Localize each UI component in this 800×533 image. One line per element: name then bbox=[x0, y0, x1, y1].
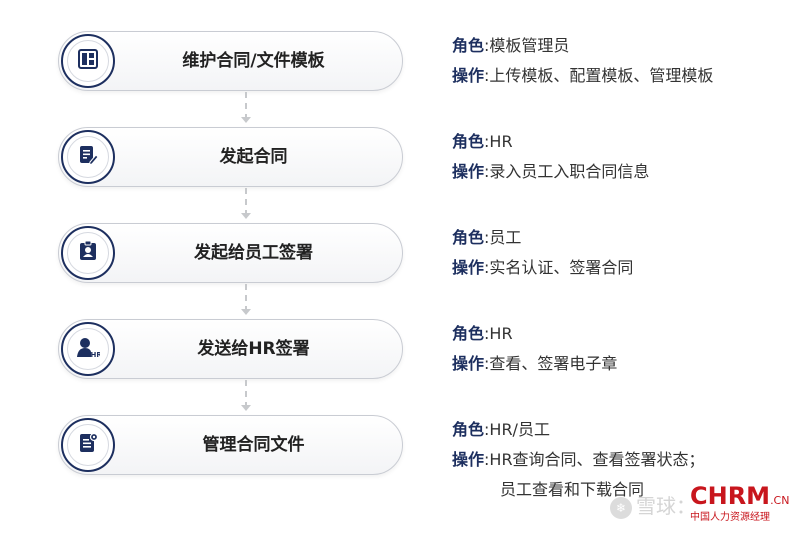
role-key: 角色 bbox=[452, 132, 485, 151]
xueqiu-watermark: ❄雪球： bbox=[610, 490, 696, 519]
svg-text:HR: HR bbox=[91, 351, 101, 358]
step-2-info: 角色:HR 操作:录入员工入职合同信息 bbox=[452, 127, 649, 187]
separator: : bbox=[484, 324, 490, 343]
chrm-logo-sub: 中国人力资源经理 bbox=[690, 512, 770, 523]
step-1-badge bbox=[61, 34, 115, 88]
separator: : bbox=[484, 258, 490, 277]
arrow-4 bbox=[241, 405, 251, 411]
role-key: 角色 bbox=[452, 36, 485, 55]
chrm-logo-main: CHRM bbox=[690, 482, 771, 510]
step-5-pill: 管理合同文件 bbox=[58, 415, 403, 475]
separator: : bbox=[484, 228, 490, 247]
action-value: 实名认证、签署合同 bbox=[489, 258, 634, 277]
arrow-3 bbox=[241, 309, 251, 315]
connector-4 bbox=[245, 380, 247, 408]
role-value: HR/员工 bbox=[489, 420, 550, 439]
connector-1 bbox=[245, 92, 247, 120]
connector-2 bbox=[245, 188, 247, 216]
role-key: 角色 bbox=[452, 324, 485, 343]
step-5-label: 管理合同文件 bbox=[202, 435, 305, 455]
role-value: 模板管理员 bbox=[489, 36, 570, 55]
document-settings-icon bbox=[77, 432, 99, 458]
role-key: 角色 bbox=[452, 228, 485, 247]
step-5-info: 角色:HR/员工 操作:HR查询合同、查看签署状态； 员工查看和下载合同 bbox=[452, 415, 705, 505]
role-value: HR bbox=[489, 324, 513, 343]
edit-document-icon bbox=[77, 144, 99, 170]
action-key: 操作 bbox=[452, 162, 485, 181]
role-value: HR bbox=[489, 132, 513, 151]
separator: : bbox=[484, 66, 490, 85]
step-1-info: 角色:模板管理员 操作:上传模板、配置模板、管理模板 bbox=[452, 31, 713, 91]
action-continuation: 员工查看和下载合同 bbox=[500, 480, 645, 499]
connector-3 bbox=[245, 284, 247, 312]
template-grid-icon bbox=[77, 48, 99, 74]
action-value: 上传模板、配置模板、管理模板 bbox=[489, 66, 714, 85]
step-4-badge: HR bbox=[61, 322, 115, 376]
separator: : bbox=[484, 132, 490, 151]
action-value: 查看、签署电子章 bbox=[489, 354, 618, 373]
separator: : bbox=[484, 162, 490, 181]
step-1-pill: 维护合同/文件模板 bbox=[58, 31, 403, 91]
step-4-info: 角色:HR 操作:查看、签署电子章 bbox=[452, 319, 617, 379]
step-3-badge bbox=[61, 226, 115, 280]
separator: : bbox=[484, 450, 490, 469]
action-value: HR查询合同、查看签署状态； bbox=[489, 450, 705, 469]
snowball-icon: ❄ bbox=[610, 496, 632, 519]
step-3-info: 角色:员工 操作:实名认证、签署合同 bbox=[452, 223, 633, 283]
separator: : bbox=[484, 354, 490, 373]
hr-person-icon: HR bbox=[76, 336, 102, 362]
step-3-label: 发起给员工签署 bbox=[194, 243, 313, 263]
separator: : bbox=[484, 420, 490, 439]
action-key: 操作 bbox=[452, 66, 485, 85]
step-3-pill: 发起给员工签署 bbox=[58, 223, 403, 283]
role-key: 角色 bbox=[452, 420, 485, 439]
action-key: 操作 bbox=[452, 258, 485, 277]
arrow-2 bbox=[241, 213, 251, 219]
step-4-label: 发送给HR签署 bbox=[197, 339, 310, 359]
step-5-badge bbox=[61, 418, 115, 472]
action-value: 录入员工入职合同信息 bbox=[489, 162, 650, 181]
arrow-1 bbox=[241, 117, 251, 123]
step-2-pill: 发起合同 bbox=[58, 127, 403, 187]
step-2-label: 发起合同 bbox=[219, 147, 288, 167]
action-key: 操作 bbox=[452, 354, 485, 373]
role-value: 员工 bbox=[489, 228, 522, 247]
action-key: 操作 bbox=[452, 450, 485, 469]
step-4-pill: HR 发送给HR签署 bbox=[58, 319, 403, 379]
chrm-logo-suffix: .CN bbox=[770, 494, 790, 507]
chrm-logo: CHRM.CN 中国人力资源经理 bbox=[690, 482, 789, 523]
step-1-label: 维护合同/文件模板 bbox=[182, 51, 325, 71]
step-2-badge bbox=[61, 130, 115, 184]
watermark-text: 雪球： bbox=[636, 494, 696, 518]
id-badge-icon bbox=[77, 240, 99, 266]
separator: : bbox=[484, 36, 490, 55]
